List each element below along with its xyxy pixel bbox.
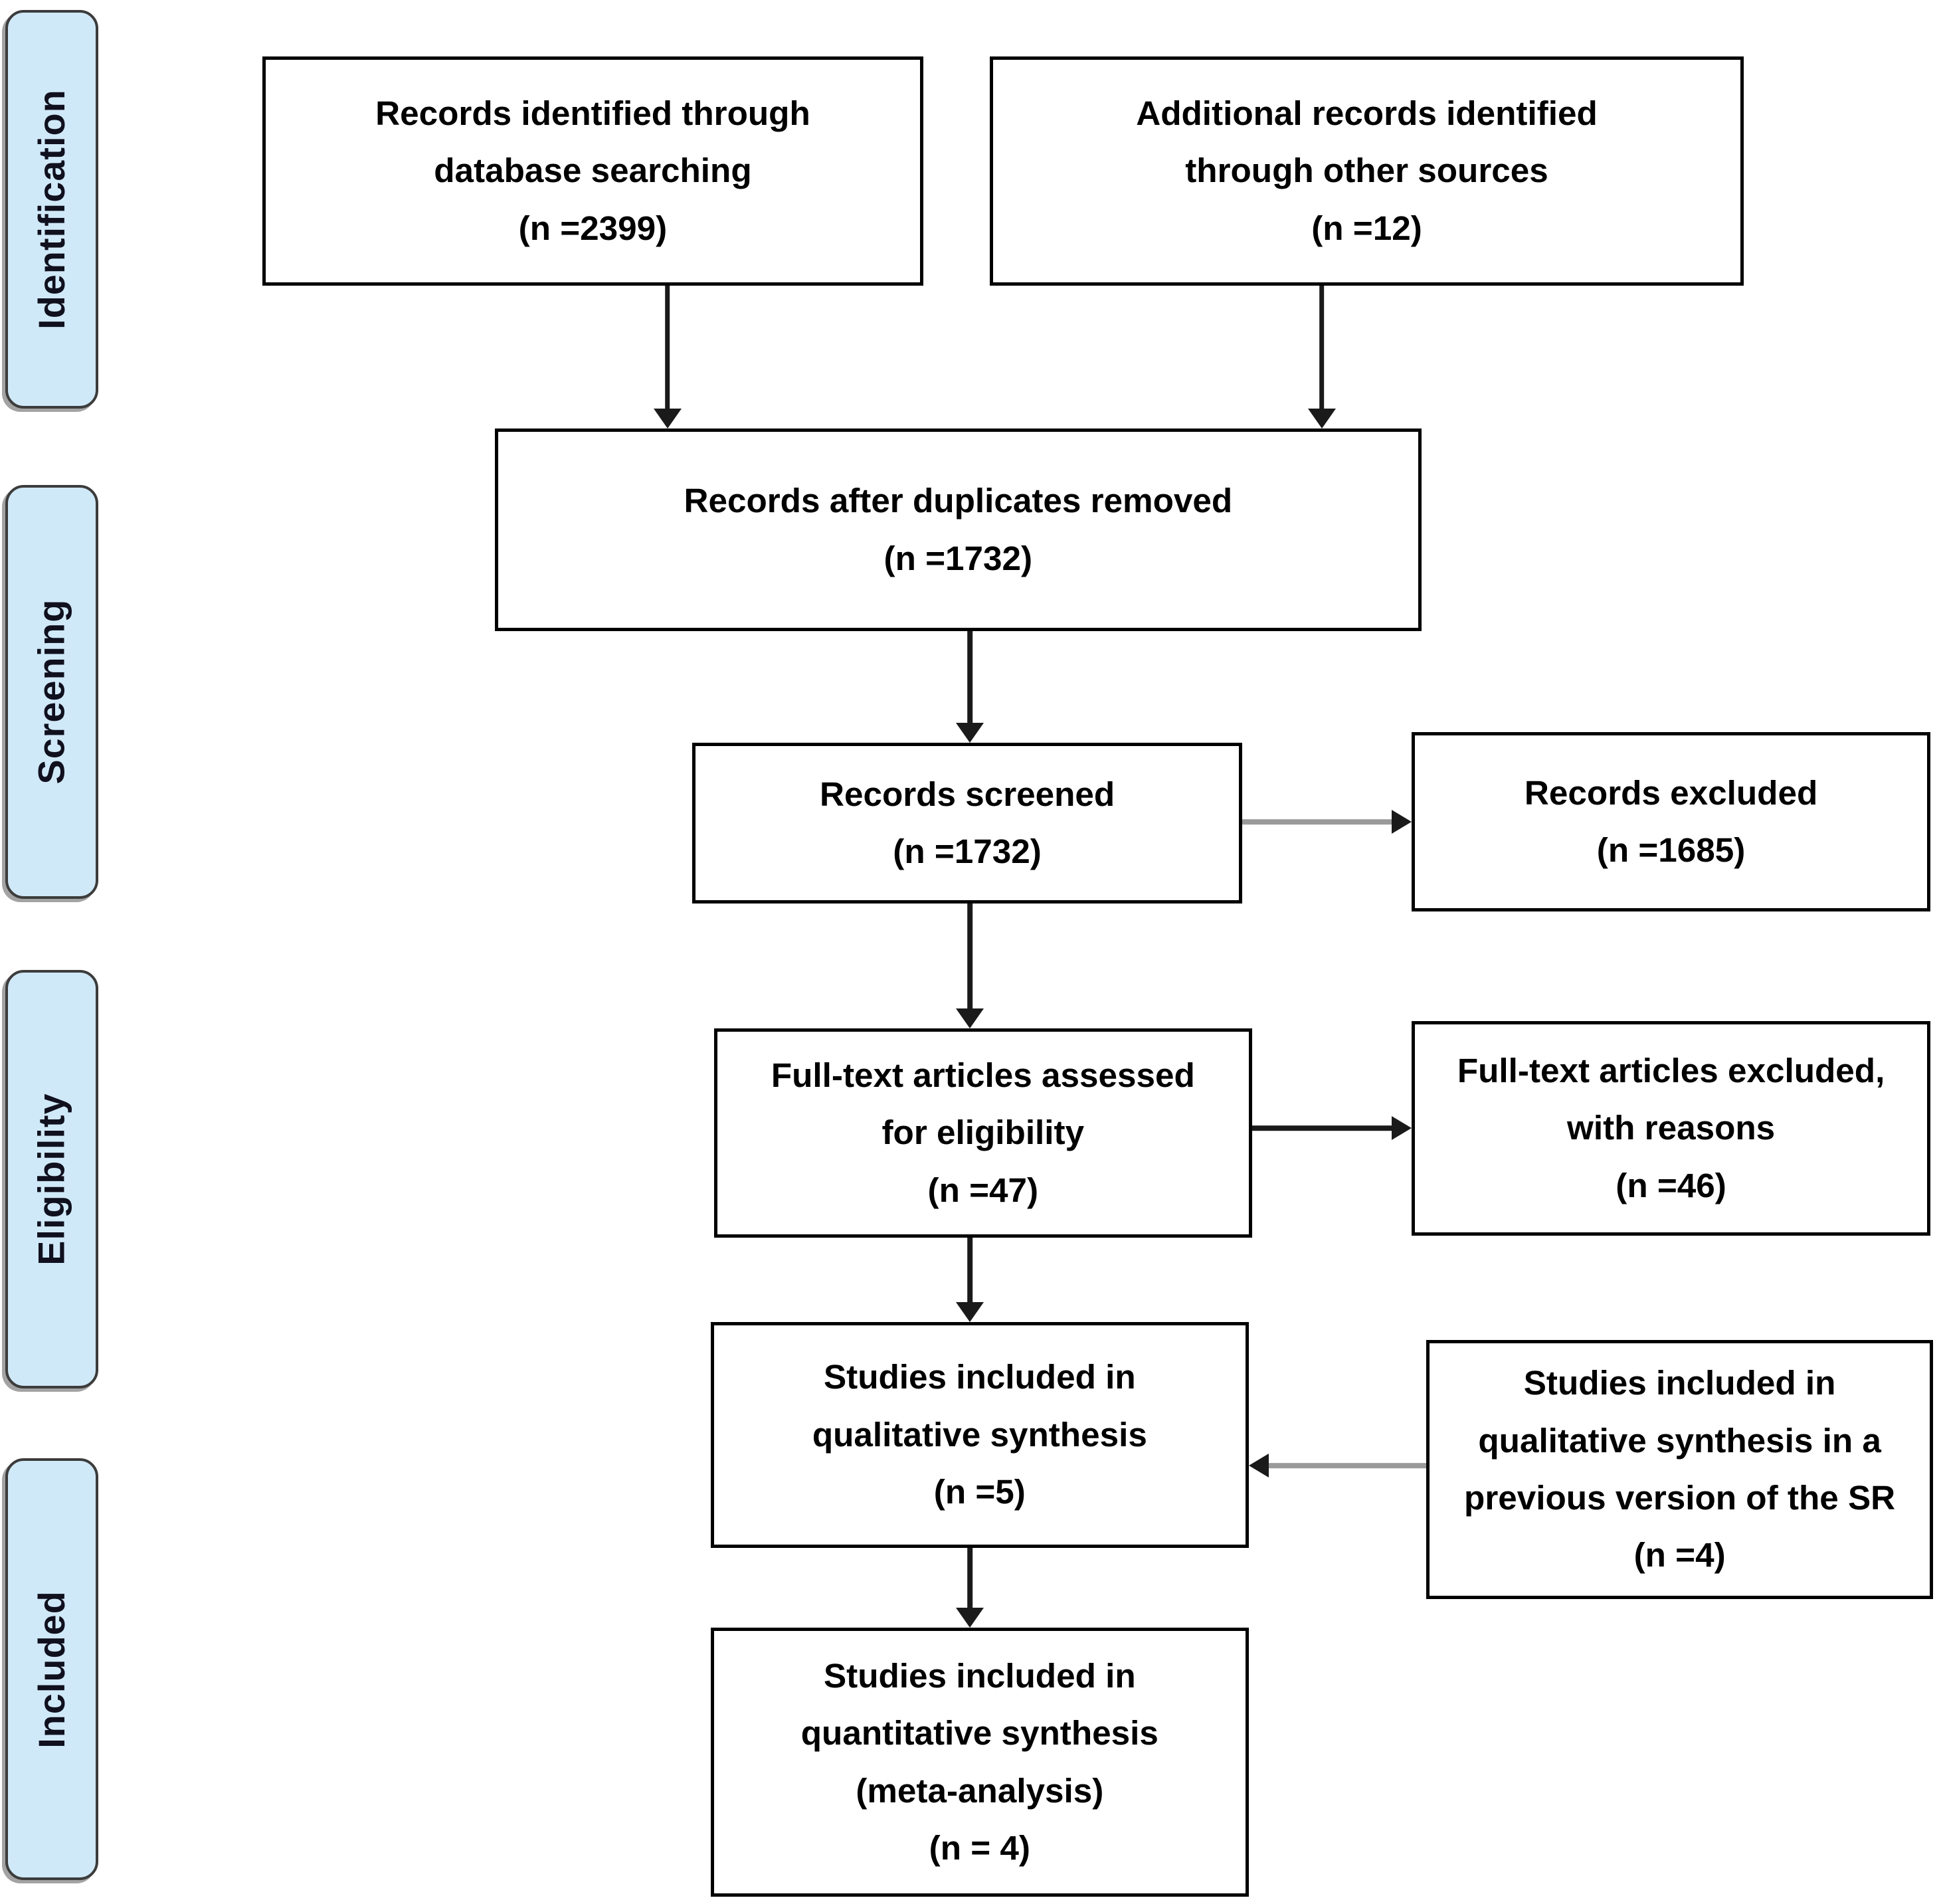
box-line: qualitative synthesis in a	[1478, 1421, 1881, 1460]
box-records-screened: Records screened (n =1732)	[692, 742, 1243, 904]
arrow-fulltext-to-qualitative-head	[955, 1302, 984, 1322]
box-line: (n = 4)	[929, 1828, 1030, 1867]
box-line: (n =1685)	[1596, 830, 1746, 869]
box-duplicates-removed: Records after duplicates removed (n =173…	[494, 428, 1422, 632]
arrow-qualitative-to-quantitative-head	[955, 1607, 984, 1628]
box-qualitative-synthesis: Studies included in qualitative synthesi…	[710, 1321, 1249, 1548]
box-line: (n =1732)	[893, 832, 1042, 870]
box-previous-sr: Studies included in qualitative synthesi…	[1426, 1340, 1934, 1600]
box-line: (n =5)	[933, 1472, 1026, 1511]
box-line: Records excluded	[1524, 773, 1818, 812]
stage-label-identification: Identification	[5, 9, 98, 409]
arrow-additional-to-duplicates-head	[1307, 409, 1336, 429]
arrow-fulltext-to-qualitative-stem	[967, 1237, 972, 1303]
stage-label-eligibility: Eligibility	[5, 969, 98, 1388]
box-line: Studies included in	[1523, 1364, 1836, 1402]
box-line: qualitative synthesis	[812, 1415, 1147, 1454]
box-line: Studies included in	[823, 1656, 1136, 1695]
box-line: previous version of the SR	[1464, 1479, 1896, 1517]
arrow-qualitative-to-quantitative-stem	[967, 1547, 972, 1609]
arrow-fulltext-to-fulltext-excluded-head	[1391, 1116, 1412, 1141]
arrow-screened-to-excluded-head	[1391, 809, 1412, 834]
arrow-previous-sr-to-qualitative-head	[1249, 1453, 1269, 1477]
box-line: (meta-analysis)	[856, 1771, 1104, 1810]
box-line: database searching	[434, 151, 752, 190]
arrow-screened-to-fulltext-head	[955, 1008, 984, 1029]
box-line: Full-text articles assessed	[771, 1056, 1195, 1094]
box-line: through other sources	[1185, 151, 1548, 190]
box-line: (n =4)	[1633, 1536, 1726, 1574]
arrow-duplicates-to-screened-stem	[967, 631, 972, 724]
stage-label-included: Included	[5, 1458, 98, 1881]
box-line: (n =46)	[1616, 1166, 1726, 1204]
box-line: Additional records identified	[1136, 94, 1598, 133]
stage-label-text: Identification	[31, 89, 72, 330]
stage-label-text: Included	[31, 1590, 72, 1749]
arrow-identified-to-duplicates-stem	[665, 285, 670, 409]
box-fulltext-assessed: Full-text articles assessed for eligibil…	[713, 1028, 1252, 1238]
arrow-screened-to-excluded-stem	[1242, 819, 1394, 824]
stage-label-text: Screening	[31, 599, 72, 785]
box-line: Full-text articles excluded,	[1457, 1051, 1885, 1090]
box-line: Records screened	[819, 775, 1115, 813]
box-line: (n =1732)	[883, 539, 1033, 577]
arrow-identified-to-duplicates-head	[653, 409, 682, 429]
box-records-excluded: Records excluded (n =1685)	[1412, 731, 1931, 911]
arrow-fulltext-to-fulltext-excluded-stem	[1252, 1125, 1394, 1131]
arrow-additional-to-duplicates-stem	[1319, 285, 1325, 409]
box-line: quantitative synthesis	[800, 1714, 1158, 1753]
stage-label-screening: Screening	[5, 484, 98, 899]
box-line: for eligibility	[881, 1113, 1085, 1152]
stage-label-text: Eligibility	[31, 1093, 72, 1266]
box-line: (n =12)	[1311, 209, 1422, 247]
box-line: (n =47)	[927, 1171, 1039, 1209]
arrow-duplicates-to-screened-head	[955, 722, 984, 743]
arrow-previous-sr-to-qualitative-stem	[1268, 1463, 1426, 1468]
box-fulltext-excluded: Full-text articles excluded, with reason…	[1412, 1020, 1931, 1236]
box-records-identified: Records identified through database sear…	[262, 56, 923, 286]
box-line: with reasons	[1566, 1109, 1776, 1147]
arrow-screened-to-fulltext-stem	[967, 903, 972, 1010]
box-additional-records: Additional records identified through ot…	[990, 56, 1744, 286]
box-line: Studies included in	[823, 1358, 1136, 1396]
box-line: (n =2399)	[518, 209, 668, 247]
box-line: Records after duplicates removed	[684, 482, 1233, 520]
box-quantitative-synthesis: Studies included in quantitative synthes…	[710, 1628, 1249, 1897]
box-line: Records identified through	[375, 94, 810, 133]
